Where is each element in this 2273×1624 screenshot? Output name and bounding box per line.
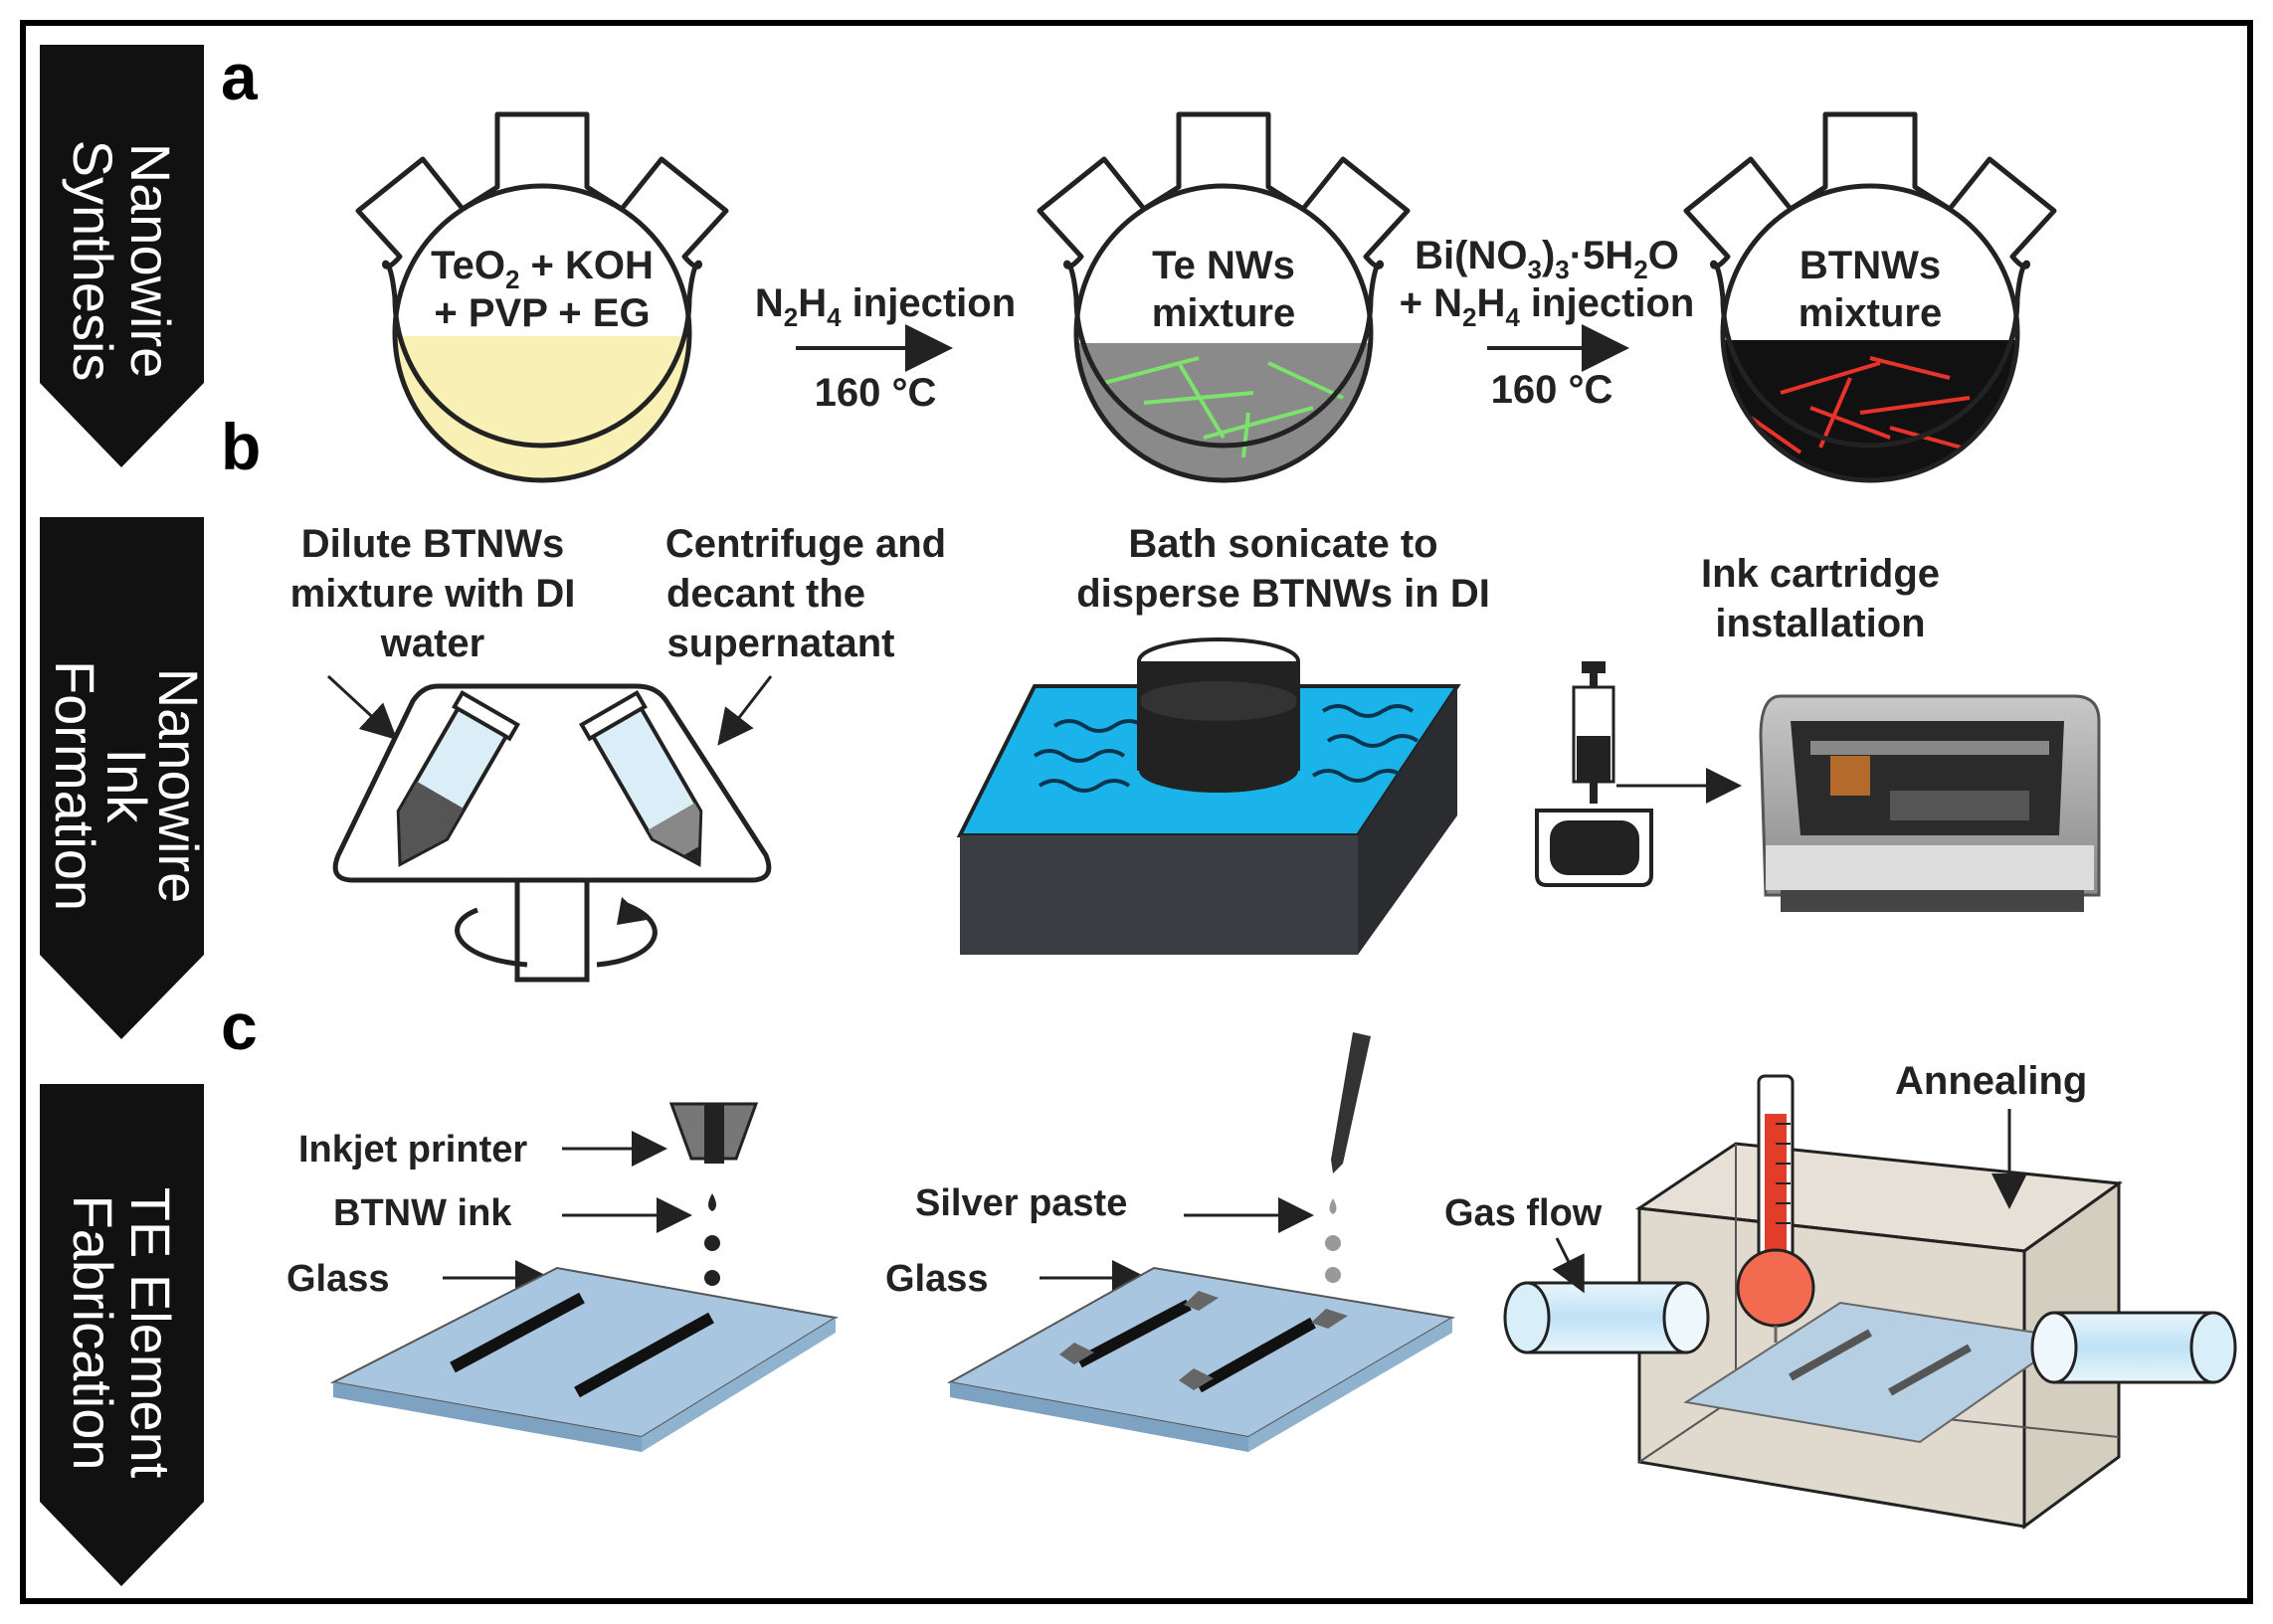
side-label-ink-2: Ink: [95, 749, 158, 824]
centrifuge: [332, 683, 772, 983]
side-chevron-fabrication: TE Element Fabrication: [40, 1084, 204, 1586]
btnw-nanowires: [1749, 356, 1981, 454]
svg-text:mixture with DI: mixture with DI: [290, 572, 576, 616]
ink-cartridge: [1535, 661, 1653, 887]
side-label-ink-3: Formation: [44, 660, 106, 911]
panel-letter-a: a: [221, 40, 259, 113]
tube-right: [579, 689, 703, 867]
side-label-synthesis-2: Synthesis: [62, 140, 124, 382]
glass-label-1: Glass: [286, 1258, 390, 1300]
side-label-ink-1: Nanowire: [147, 668, 210, 904]
water-waves: [1033, 704, 1420, 793]
flask-2-line1: Te NWs: [1152, 244, 1295, 287]
flask-3-line1: BTNWs: [1799, 244, 1941, 287]
side-label-fab-2: Fabrication: [62, 1194, 124, 1470]
centrifuge-label: Centrifuge and decant the supernatant: [665, 522, 946, 665]
step-2-temp: 160 °C: [1491, 368, 1613, 412]
panel-letter-c: c: [221, 990, 258, 1063]
inkjet-printer: [1759, 694, 2101, 912]
step-1-reagent: N2H4 injection: [755, 281, 1016, 332]
inkjet-nozzle: [668, 1102, 759, 1286]
side-label-fab-1: TE Element: [119, 1187, 182, 1479]
cartridge-line1: Ink cartridge: [1701, 552, 1940, 596]
svg-text:Centrifuge and: Centrifuge and: [665, 522, 946, 566]
flask-2-line2: mixture: [1152, 291, 1296, 335]
svg-text:decant the: decant the: [666, 572, 865, 616]
glass-slide-1: [329, 1266, 839, 1452]
step-2-line2: + N2H4 injection: [1400, 281, 1695, 332]
sonicate-line1: Bath sonicate to: [1128, 522, 1437, 566]
silver-paste-label: Silver paste: [915, 1182, 1127, 1224]
step-1-arrow: N2H4 injection 160 °C: [755, 281, 1016, 415]
step-2-arrow: Bi(NO3)3·5H2O + N2H4 injection 160 °C: [1400, 234, 1695, 412]
svg-text:supernatant: supernatant: [667, 622, 895, 665]
gas-flow-label: Gas flow: [1444, 1192, 1603, 1234]
side-chevron-synthesis: Nanowire Synthesis: [40, 45, 204, 467]
flask-3: BTNWs mixture: [1683, 111, 2057, 483]
svg-text:Dilute BTNWs: Dilute BTNWs: [301, 522, 564, 566]
flask-1-line2: + PVP + EG: [434, 291, 650, 335]
btnw-ink-label: BTNW ink: [333, 1192, 512, 1234]
sonicator-bath: [956, 637, 1461, 955]
inkjet-printer-label: Inkjet printer: [298, 1129, 527, 1171]
svg-text:water: water: [380, 622, 485, 665]
glass-slide-2: [947, 1266, 1455, 1452]
cartridge-line2: installation: [1715, 602, 1925, 645]
glass-label-2: Glass: [885, 1258, 989, 1300]
silver-paste-pen: [1325, 1032, 1371, 1283]
tube-left: [396, 689, 520, 867]
flask-1: TeO2 + KOH + PVP + EG: [355, 111, 729, 483]
flask-3-line2: mixture: [1799, 291, 1943, 335]
flask-1-line1: TeO2 + KOH: [431, 244, 654, 294]
panel-letter-b: b: [221, 410, 261, 483]
flask-1-liquid: [395, 336, 689, 480]
dilute-label: Dilute BTNWs mixture with DI water: [290, 522, 576, 665]
flask-2: Te NWs mixture: [1037, 111, 1411, 483]
side-chevron-ink: Nanowire Ink Formation: [40, 517, 210, 1039]
step-2-line1: Bi(NO3)3·5H2O: [1415, 234, 1679, 284]
side-label-synthesis-1: Nanowire: [119, 143, 182, 379]
sonicate-line2: disperse BTNWs in DI: [1076, 572, 1490, 616]
annealing-label: Annealing: [1895, 1059, 2087, 1103]
annealing-box: [1503, 1074, 2237, 1530]
step-1-temp: 160 °C: [815, 371, 937, 415]
te-nanowires: [1103, 356, 1344, 458]
